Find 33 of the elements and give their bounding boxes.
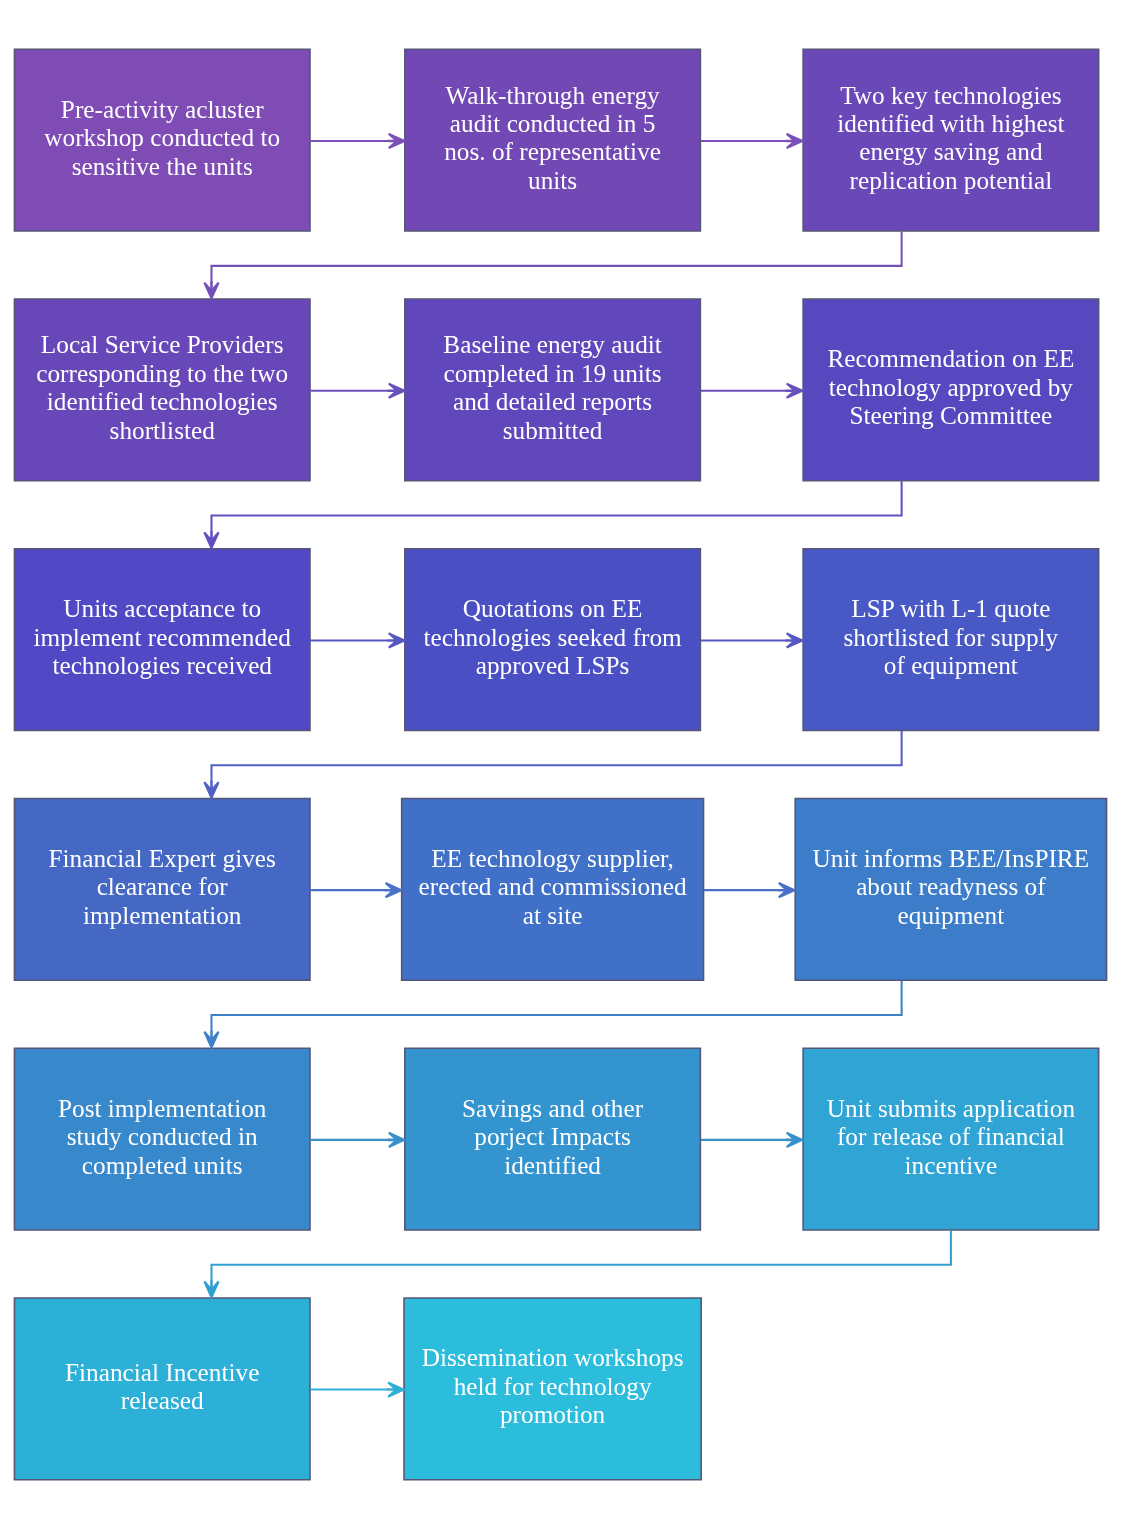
node-box: Local Service Providers corresponding to the two identified technologies shortlisted	[13, 297, 311, 482]
node-box: Quotations on EE technologies seeked from approved LSPs	[404, 547, 702, 731]
arrow	[310, 881, 403, 898]
node-box: Dissemination workshops held for technology promotion	[403, 1296, 702, 1480]
node-box: Baseline energy audit completed in 19 units and detailed reports submitted	[404, 297, 702, 482]
arrow	[310, 382, 406, 399]
node-box: LSP with L-1 quote shortlisted for supply of equipment	[802, 547, 1100, 731]
arrow	[203, 730, 903, 799]
node-box: Savings and other porject Impacts identified	[404, 1046, 702, 1231]
node-box: EE technology supplier, erected and commissioned at site	[400, 797, 705, 981]
node-box: Two key technologies identified with highest energy saving and replication potential	[802, 48, 1100, 232]
arrow	[703, 881, 796, 898]
node-box: Financial Expert gives clearance for implementation	[13, 797, 311, 981]
arrow	[203, 231, 903, 299]
arrow	[203, 1229, 952, 1298]
node-box: Walk-through energy audit conducted in 5 nos. of representative units	[404, 48, 702, 232]
arrow	[700, 1131, 804, 1148]
node-box: Pre-activity acluster workshop conducted to sensitive the units	[13, 48, 311, 232]
node-box: Unit submits application for release of financial incentive	[802, 1046, 1100, 1231]
arrow	[700, 382, 804, 399]
arrow	[310, 1131, 406, 1148]
arrow	[700, 631, 804, 649]
arrow	[310, 631, 406, 649]
arrow	[700, 132, 804, 149]
arrow	[310, 1380, 405, 1398]
node-box: Post implementation study conducted in completed units	[13, 1046, 311, 1231]
node-box: Recommendation on EE technology approved by Steering Committee	[802, 297, 1100, 482]
node-box: Financial Incentive released	[13, 1296, 311, 1480]
node-box: Unit informs BEE/InsPIRE about readyness of equipment	[794, 797, 1108, 981]
arrow	[310, 132, 406, 149]
arrow	[203, 980, 903, 1049]
arrow	[203, 480, 903, 549]
node-box: Units acceptance to implement recommended technologies received	[13, 547, 311, 731]
